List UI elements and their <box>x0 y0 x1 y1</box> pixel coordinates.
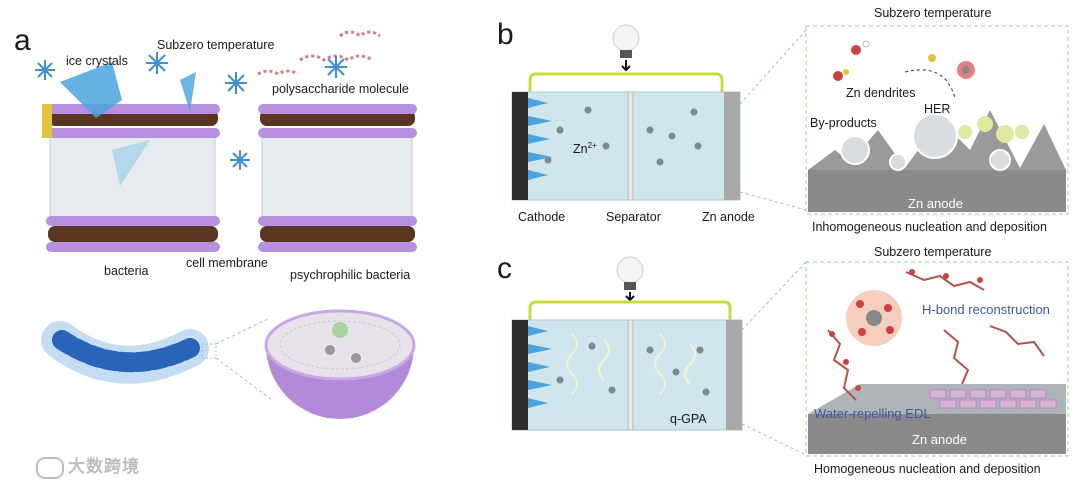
snowflake-icon-5 <box>230 150 250 170</box>
label-subzero-b: Subzero temperature <box>874 6 992 20</box>
battery-cell-b <box>511 91 741 201</box>
label-zoom-anode-b: Zn anode <box>908 196 963 211</box>
label-separator: Separator <box>606 210 661 224</box>
zn-solvation-sheath <box>846 290 902 346</box>
psychrophilic-membrane-right <box>257 30 417 252</box>
panel-c-letter: c <box>497 252 512 285</box>
zoom-box-b <box>805 25 1069 215</box>
snowflake-icon-4 <box>325 56 347 78</box>
label-zn-anode-b: Zn anode <box>702 210 755 224</box>
label-hbond: H-bond reconstruction <box>922 302 1050 317</box>
water-clusters-b <box>833 40 975 81</box>
label-cathode: Cathode <box>518 210 566 224</box>
zn-surface-b <box>808 110 1066 212</box>
polysaccharide-chains <box>827 271 1045 401</box>
label-qgpa: q-GPA <box>670 412 707 426</box>
label-psychrophilic: psychrophilic bacteria <box>290 268 411 282</box>
lightbulb-icon-c <box>616 256 644 302</box>
label-zn-ion: Zn2+ <box>573 141 597 157</box>
panel-a-letter: a <box>14 24 31 57</box>
panel-b-letter: b <box>497 18 514 51</box>
label-cell-membrane: cell membrane <box>186 256 268 270</box>
caption-c: Homogeneous nucleation and deposition <box>814 462 1041 476</box>
zn-surface-c <box>808 384 1066 454</box>
label-zoom-anode-c: Zn anode <box>912 432 967 447</box>
label-bacteria: bacteria <box>104 264 149 278</box>
snowflake-icon-2 <box>146 52 168 74</box>
bacteria-membrane-left <box>42 62 220 252</box>
snowflake-icon-1 <box>35 60 55 80</box>
label-edl: Water-repelling EDL <box>814 406 931 421</box>
battery-cell-c <box>511 319 743 431</box>
snowflake-icon-3 <box>225 72 247 94</box>
label-ice-crystals: ice crystals <box>66 54 128 68</box>
label-zn-dendrites: Zn dendrites <box>846 86 916 100</box>
watermark: 大数跨境 <box>36 452 140 479</box>
label-subzero-c: Subzero temperature <box>874 245 992 259</box>
cell-hemisphere <box>264 309 416 419</box>
zoom-box-c <box>805 261 1069 457</box>
caption-b: Inhomogeneous nucleation and deposition <box>812 220 1047 234</box>
bacterium-worm <box>41 321 209 384</box>
label-her: HER <box>924 102 951 116</box>
label-subzero-a: Subzero temperature <box>157 38 275 52</box>
label-byproducts: By-products <box>810 116 877 130</box>
label-polysaccharide: polysaccharide molecule <box>272 82 409 96</box>
watermark-logo-icon <box>36 456 64 479</box>
lightbulb-icon-b <box>612 24 640 72</box>
